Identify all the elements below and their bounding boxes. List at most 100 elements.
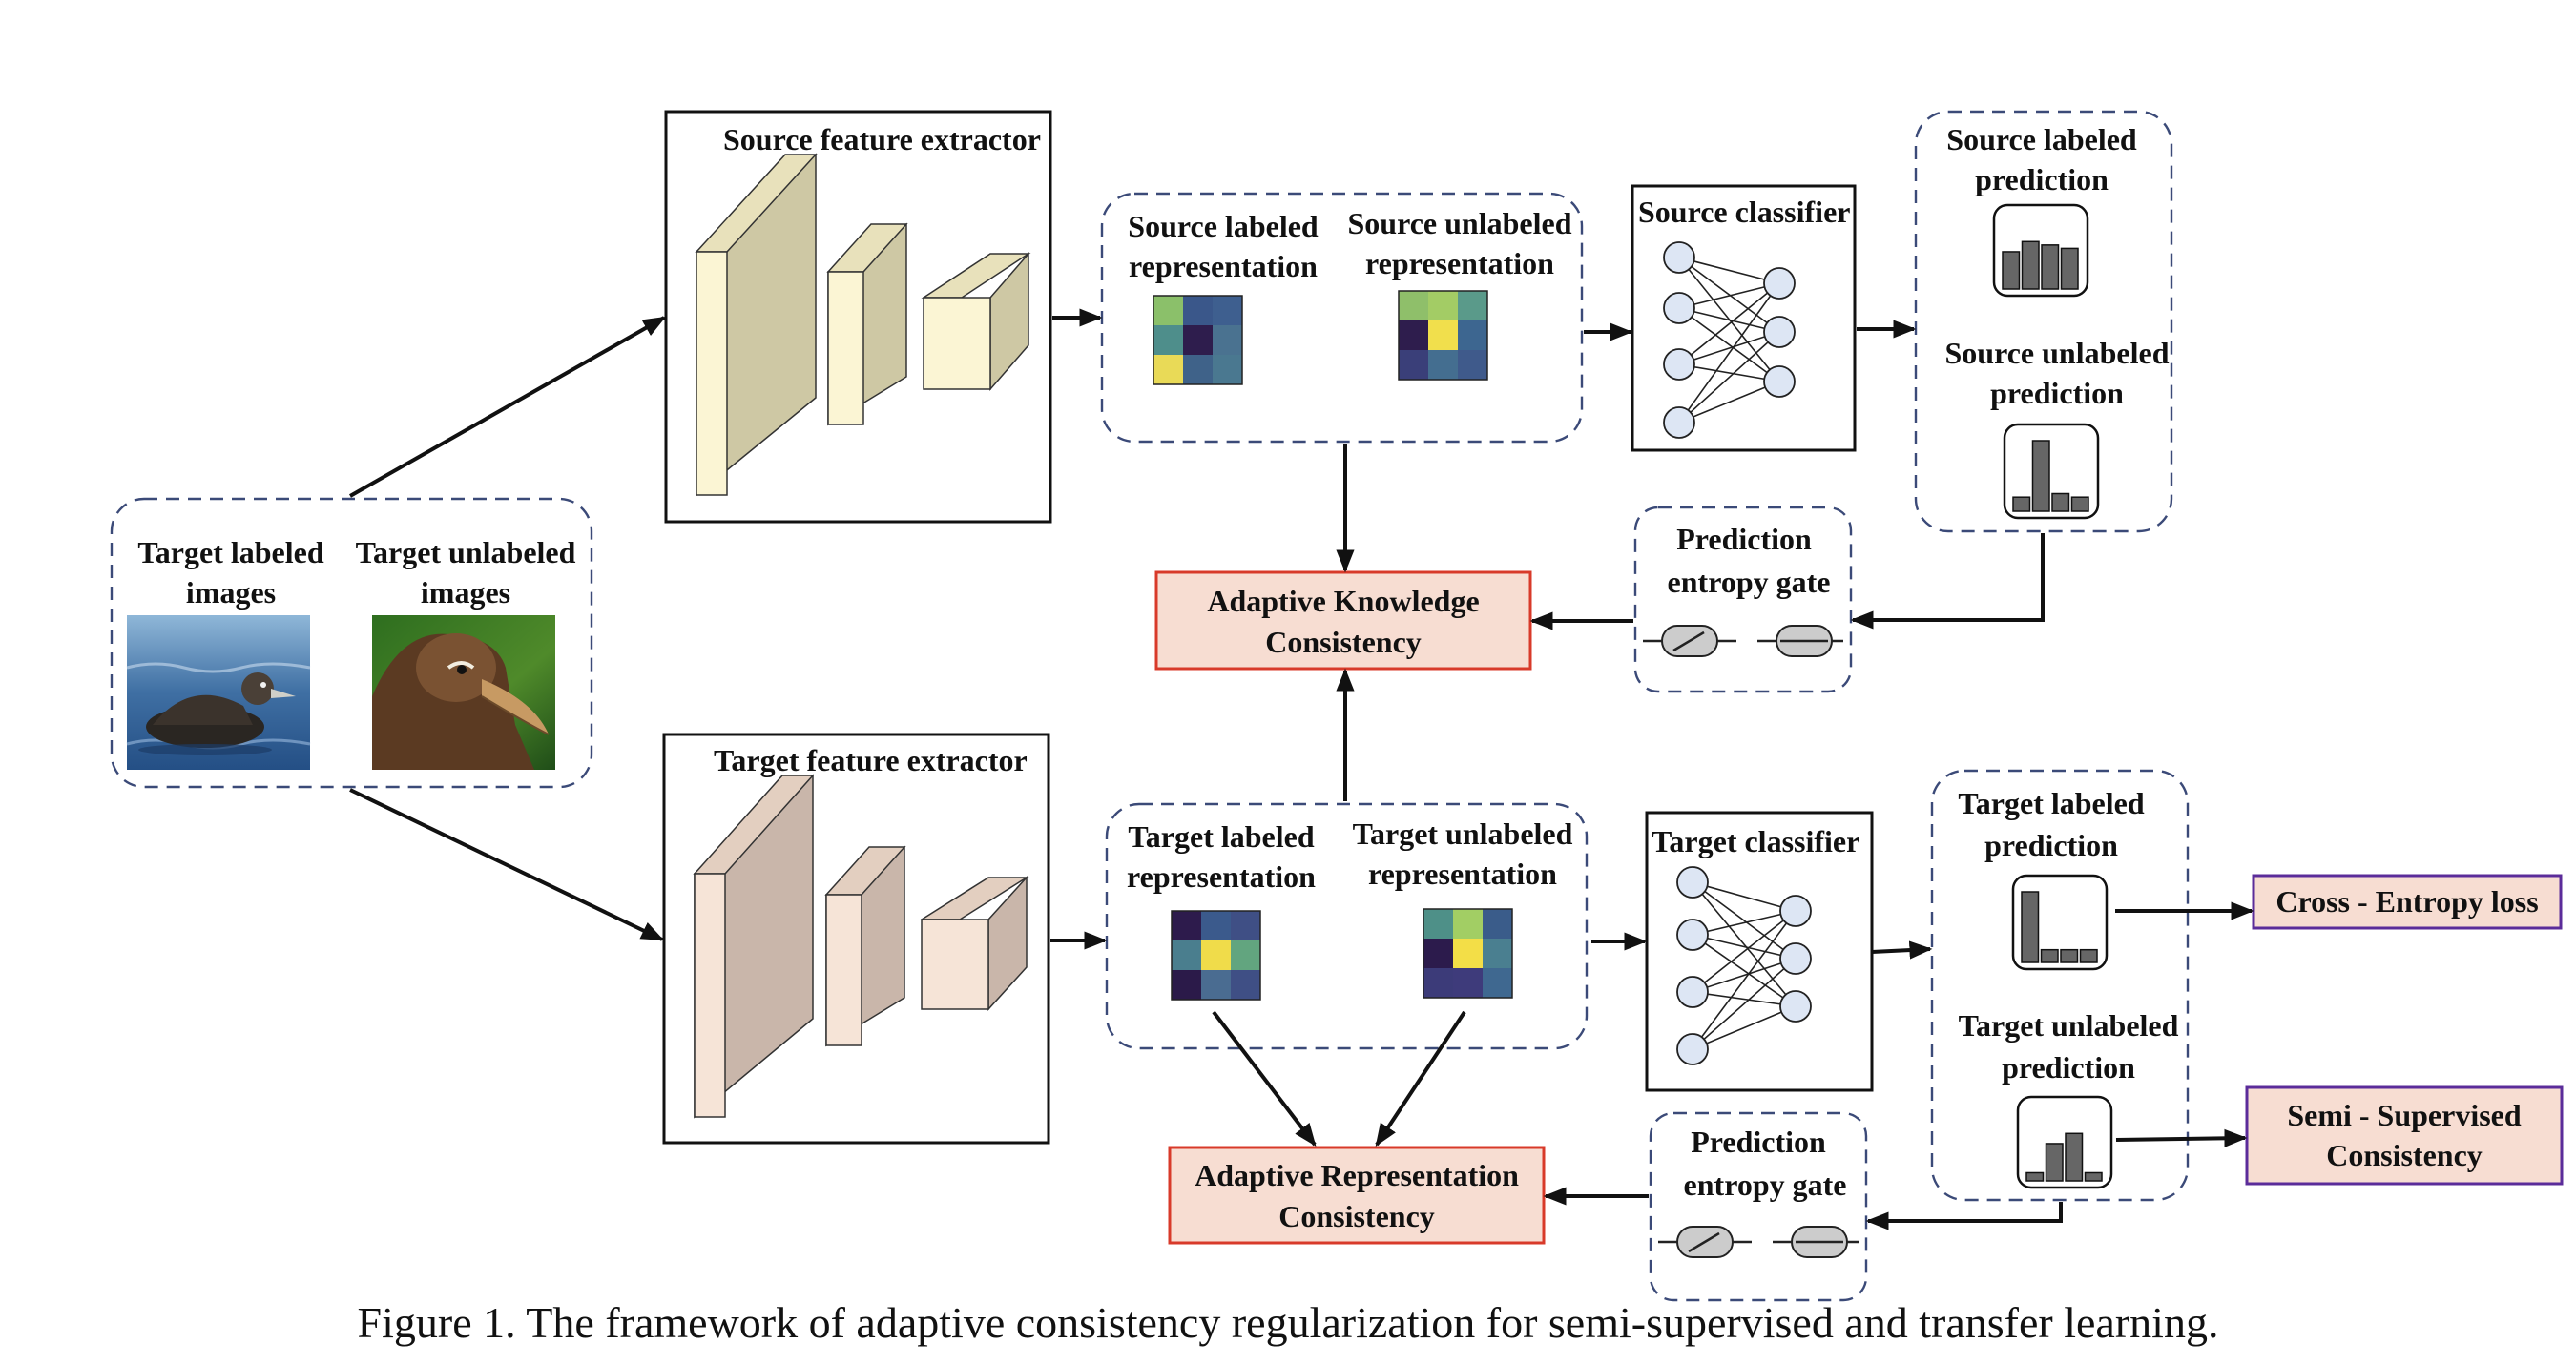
target-representation-group: Target labeled representation Target unl… (1105, 802, 1589, 1050)
histogram-bar (2041, 244, 2060, 290)
labeled-images-title-line1: Target labeled (137, 535, 323, 569)
heatmap-cell (1231, 911, 1260, 940)
network-node (1763, 267, 1796, 300)
histogram-bar (2060, 247, 2079, 290)
albatross-water-image (126, 615, 311, 770)
heatmap-cell (1213, 355, 1242, 384)
source-unlabeled-heatmap (1398, 290, 1488, 381)
arrow-to-semi-supervised (2115, 1128, 2248, 1147)
network-node (1763, 365, 1796, 398)
entropy-gate-bottom-line2: entropy gate (1684, 1168, 1847, 1202)
network-node (1676, 866, 1709, 899)
target-labeled-repr-line2: representation (1127, 859, 1316, 894)
target-labeled-pred-line1: Target labeled (1958, 786, 2144, 820)
target-labeled-repr-line1: Target labeled (1128, 819, 1314, 854)
flow-arrows (349, 308, 2254, 1230)
network-edge (1678, 331, 1780, 424)
network-edge (1678, 331, 1780, 365)
target-cuboid-medium (824, 845, 906, 1047)
heatmap-cell (1423, 909, 1453, 939)
semi-supervised-line2: Consistency (2326, 1138, 2483, 1172)
heatmap-cell (1183, 325, 1213, 355)
input-images-group: Target labeled images Target unlabeled i… (110, 497, 593, 789)
cross-entropy-loss-label: Cross - Entropy loss (2275, 884, 2538, 919)
heatmap-cell (1172, 970, 1201, 1000)
network-node (1663, 292, 1695, 324)
open-switch-icon (1658, 1226, 1752, 1258)
target-classifier-network-icon (1676, 866, 1812, 1065)
heatmap-cell (1453, 939, 1483, 968)
heatmap-cell (1201, 970, 1231, 1000)
network-node (1676, 919, 1709, 951)
network-node (1663, 406, 1695, 439)
source-classifier-network-icon (1663, 241, 1796, 439)
target-labeled-histogram-icon (2011, 874, 2109, 971)
source-prediction-group: Source labeled prediction Source unlabel… (1914, 110, 2173, 533)
source-labeled-heatmap (1153, 295, 1243, 385)
heatmap-cell (1453, 909, 1483, 939)
semi-supervised-consistency: Semi - Supervised Consistency (2245, 1085, 2564, 1186)
histogram-frame (2003, 423, 2100, 520)
cross-entropy-loss-box (2252, 874, 2563, 930)
network-edge (1692, 991, 1797, 1007)
heatmap-cell (1183, 296, 1213, 325)
network-node (1779, 895, 1812, 927)
target-unlabeled-pred-line1: Target unlabeled (1959, 1008, 2179, 1043)
network-edge (1678, 282, 1780, 365)
histogram-bar (2079, 948, 2098, 963)
histogram-bar (2012, 496, 2031, 512)
albatross-head-image (372, 615, 555, 770)
heatmap-cell (1423, 939, 1453, 968)
adaptive-knowledge-consistency: Adaptive Knowledge Consistency (1154, 570, 1532, 671)
heatmap-cell (1399, 291, 1428, 320)
histogram-bar (2040, 948, 2059, 963)
heatmap-cell (1399, 350, 1428, 380)
network-edge (1692, 881, 1797, 912)
network-edge (1678, 257, 1780, 333)
network-edge (1678, 307, 1780, 382)
knowledge-consistency-line1: Adaptive Knowledge (1207, 584, 1479, 618)
network-edge (1692, 881, 1797, 960)
heatmap-cell (1483, 939, 1512, 968)
heatmap-cell (1183, 355, 1213, 384)
target-labeled-pred-line2: prediction (1984, 828, 2118, 862)
network-edge (1692, 881, 1797, 1007)
heatmap-cell (1458, 291, 1487, 320)
open-switch-icon (1643, 625, 1736, 657)
network-edge (1678, 381, 1780, 424)
entropy-gate-top: Prediction entropy gate (1633, 506, 1853, 693)
heatmap-cell (1213, 325, 1242, 355)
target-classifier: Target classifier (1645, 811, 1874, 1092)
target-unlabeled-heatmap (1423, 908, 1513, 999)
semi-supervised-box (2245, 1085, 2564, 1186)
network-edge (1692, 1005, 1797, 1050)
source-feature-extractor: Source feature extractor (664, 110, 1052, 524)
network-edge (1692, 934, 1797, 1007)
network-node (1779, 942, 1812, 975)
arrow-images-to-target-extractor (349, 788, 665, 941)
heatmap-border (1423, 908, 1513, 999)
heatmap-border (1398, 290, 1488, 381)
network-edge (1678, 257, 1780, 284)
source-cuboid-large (695, 153, 818, 497)
arrow-labeled-repr-to-representation (1212, 1010, 1317, 1147)
target-cuboid-small (919, 876, 1029, 1011)
histogram-bar (2021, 891, 2040, 963)
heatmap-cell (1458, 320, 1487, 350)
target-cuboid-large (693, 774, 815, 1119)
target-unlabeled-repr-line2: representation (1368, 857, 1557, 891)
histogram-bar (2065, 1132, 2084, 1182)
representation-consistency-box (1168, 1146, 1546, 1245)
target-prediction-container (1930, 769, 2190, 1202)
source-unlabeled-repr-line2: representation (1365, 246, 1554, 280)
target-unlabeled-repr-line1: Target unlabeled (1353, 816, 1573, 851)
entropy-gate-top-line2: entropy gate (1668, 565, 1831, 599)
entropy-gate-bottom: Prediction entropy gate (1649, 1111, 1868, 1302)
histogram-bar (2021, 240, 2040, 290)
arrow-images-to-source-extractor (349, 316, 667, 498)
source-labeled-histogram-icon (1992, 203, 2089, 298)
heatmap-cell (1483, 968, 1512, 998)
network-node (1663, 348, 1695, 381)
heatmap-cell (1153, 296, 1183, 325)
